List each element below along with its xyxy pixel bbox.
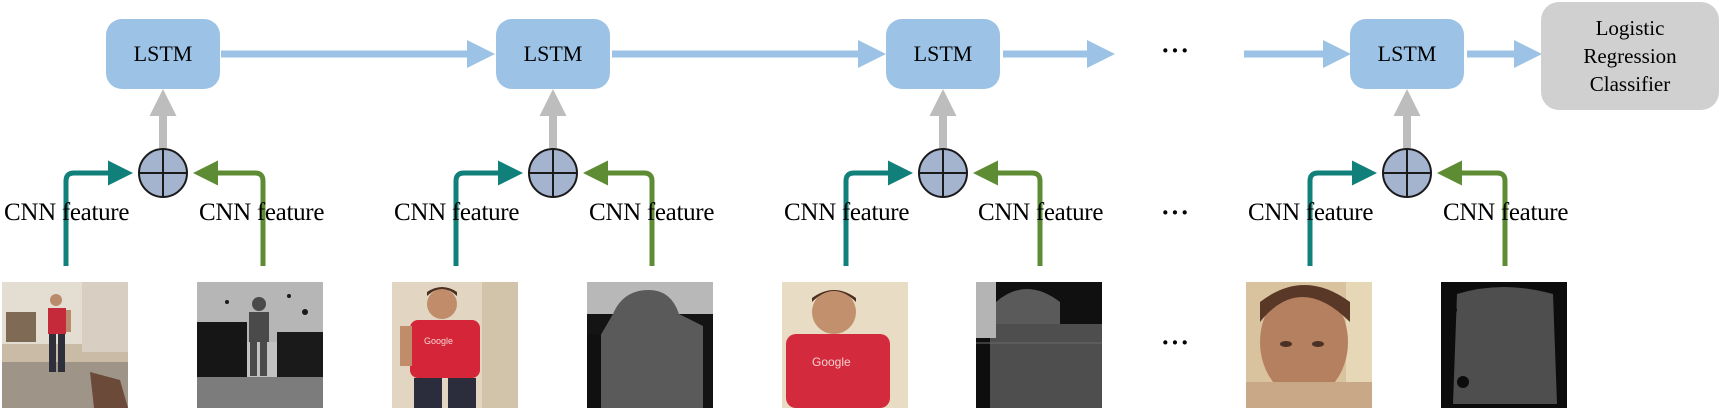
logistic-regression-classifier: Logistic Regression Classifier [1541,2,1719,110]
ellipsis-top: ··· [1161,36,1191,65]
rgb-feature-arrow-2 [453,160,524,266]
classifier-line-2: Regression [1583,44,1677,68]
cnn-feature-label-rgb-3: CNN feature [784,199,910,226]
fusion-plus-icon [138,148,188,198]
lstm-label: LSTM [133,41,193,66]
cnn-feature-label-depth-2: CNN feature [589,199,715,226]
depth-feature-arrow-2 [582,160,655,266]
rgb-feature-arrow-1 [63,160,134,266]
lstm-cell-3: LSTM [886,19,1000,89]
classifier-line-1: Logistic [1595,16,1665,40]
lstm-cell-1: LSTM [106,19,220,89]
depth-feature-arrow-3 [972,160,1043,266]
lstm-label: LSTM [1377,41,1437,66]
rgb-feature-arrow-3 [843,160,914,266]
depth-frame-1 [197,282,323,408]
classifier-line-3: Classifier [1589,72,1671,96]
fusion-plus-icon [528,148,578,198]
fusion-plus-icon [1382,148,1432,198]
lstm-cell-2: LSTM [496,19,610,89]
svg-text:Google: Google [812,355,851,369]
depth-feature-arrow-1 [192,160,266,266]
rgb-frame-4 [1246,282,1372,408]
depth-feature-arrow-4 [1436,160,1508,266]
svg-text:Google: Google [424,336,453,346]
depth-frame-4 [1441,282,1567,408]
rgb-frame-3: Google [782,282,908,408]
rgb-frame-1 [2,282,128,408]
lstm-label: LSTM [523,41,583,66]
lstm-cell-4: LSTM [1350,19,1464,89]
ellipsis-middle: ··· [1161,198,1191,227]
depth-frame-3 [976,282,1102,408]
rgb-feature-arrow-4 [1307,160,1378,266]
depth-frame-2 [587,282,713,408]
cnn-feature-label-depth-4: CNN feature [1443,199,1569,226]
cnn-feature-label-rgb-4: CNN feature [1248,199,1374,226]
cnn-feature-label-depth-1: CNN feature [199,199,325,226]
cnn-feature-label-rgb-2: CNN feature [394,199,520,226]
cnn-feature-label-depth-3: CNN feature [978,199,1104,226]
lstm-label: LSTM [913,41,973,66]
rgb-frame-2: Google [392,282,518,408]
ellipsis-bottom: ··· [1161,328,1191,357]
cnn-feature-label-rgb-1: CNN feature [4,199,130,226]
fusion-plus-icon [918,148,968,198]
